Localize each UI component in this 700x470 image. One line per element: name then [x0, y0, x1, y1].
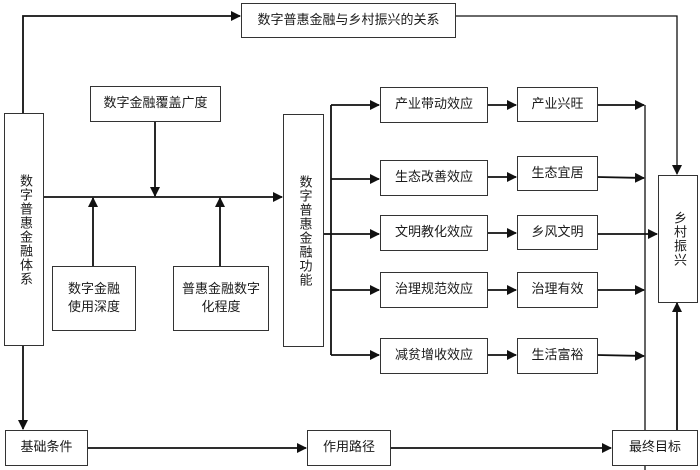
- coverage-box: 数字金融覆盖广度: [90, 86, 221, 122]
- arrow-system-to-title: [22, 11, 241, 113]
- basis-box: 基础条件: [5, 430, 88, 466]
- effect-box: 产业带动效应: [380, 87, 488, 123]
- effect-box: 减贫增收效应: [380, 338, 488, 374]
- effect-box: 文明教化效应: [380, 215, 488, 251]
- outcome-box: 生活富裕: [517, 338, 598, 374]
- outcome-box: 产业兴旺: [517, 87, 598, 122]
- line-title-to-goal: [456, 15, 682, 175]
- arrow-bus-5: [596, 350, 645, 361]
- relationship-title-box: 数字普惠金融与乡村振兴的关系: [241, 3, 456, 38]
- rural-revitalization-box: 乡村振兴: [658, 175, 698, 303]
- effect-box: 治理规范效应: [380, 272, 488, 308]
- effect-box: 生态改善效应: [380, 160, 488, 196]
- function-box: 数字普惠金融功能: [283, 114, 324, 347]
- path-box: 作用路径: [307, 430, 391, 466]
- final-goal-box: 最终目标: [612, 430, 698, 466]
- usage-depth-box: 数字金融使用深度: [52, 266, 136, 331]
- digitization-box: 普惠金融数字化程度: [173, 266, 269, 331]
- arrow-bus-2: [596, 172, 645, 183]
- system-box: 数字普惠金融体系: [4, 113, 44, 346]
- outcome-box: 治理有效: [517, 272, 598, 308]
- outcome-box: 生态宜居: [517, 156, 598, 191]
- outcome-box: 乡风文明: [517, 215, 598, 250]
